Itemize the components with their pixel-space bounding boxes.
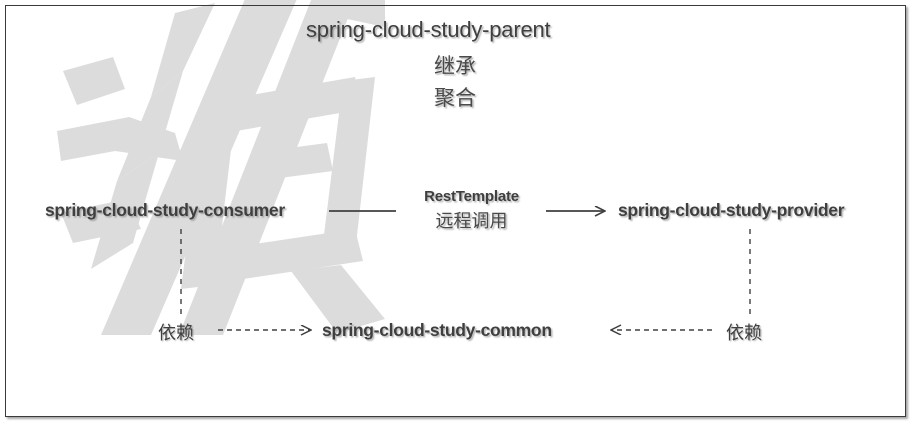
- node-common[interactable]: spring-cloud-study-common: [322, 320, 552, 340]
- edge-label-remote-call: 远程调用: [435, 211, 508, 232]
- parent-module-title: spring-cloud-study-parent: [306, 17, 551, 42]
- relation-label-aggregation: 聚合: [434, 86, 476, 110]
- edge-label-resttemplate: RestTemplate: [424, 188, 519, 205]
- node-consumer[interactable]: spring-cloud-study-consumer: [45, 200, 285, 220]
- edge-label-dependency-right: 依赖: [726, 323, 762, 344]
- cjk-watermark: [57, 0, 385, 335]
- edge-label-dependency-left: 依赖: [158, 323, 194, 344]
- relation-label-inheritance: 继承: [434, 54, 476, 78]
- node-provider[interactable]: spring-cloud-study-provider: [618, 200, 845, 220]
